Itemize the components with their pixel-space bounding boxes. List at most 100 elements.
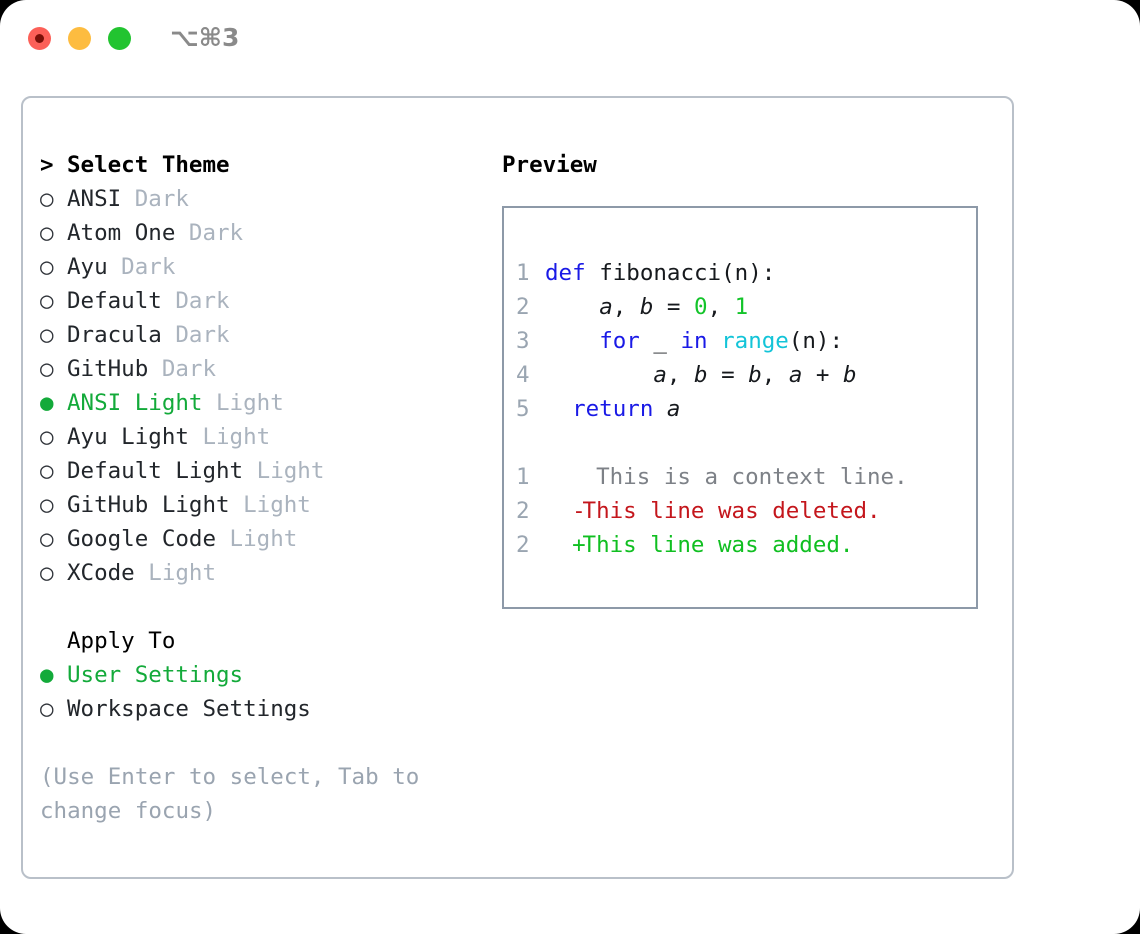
code-token-plain: , bbox=[761, 362, 789, 388]
radio-unselected-icon[interactable]: ○ bbox=[40, 356, 54, 382]
code-token-kw: return bbox=[572, 396, 654, 422]
code-token-plain bbox=[708, 328, 722, 354]
theme-option-name: Google Code bbox=[67, 526, 217, 552]
theme-option-name: ANSI Light bbox=[67, 390, 203, 416]
theme-option-row[interactable]: ○Dracula Dark bbox=[40, 318, 480, 352]
radio-unselected-icon[interactable]: ○ bbox=[40, 186, 54, 212]
theme-option-row[interactable]: ○ Google Code Light bbox=[40, 522, 480, 556]
theme-option-row[interactable]: ○Ayu Light Light bbox=[40, 420, 480, 454]
theme-option-name: ANSI bbox=[67, 186, 122, 212]
diff-marker: + bbox=[545, 532, 586, 558]
theme-option-name: GitHub bbox=[67, 356, 149, 382]
theme-option-row[interactable]: ○ GitHub Dark bbox=[40, 352, 480, 386]
code-line-number: 4 bbox=[516, 362, 530, 388]
theme-option-category: Light bbox=[216, 526, 298, 552]
radio-unselected-icon[interactable]: ○ bbox=[40, 254, 54, 280]
theme-option-category: Dark bbox=[161, 288, 230, 314]
radio-unselected-icon[interactable]: ○ bbox=[40, 424, 54, 450]
code-line-number: 5 bbox=[516, 396, 530, 422]
theme-option-name: GitHub Light bbox=[67, 492, 230, 518]
theme-option-name: Default Light bbox=[67, 458, 244, 484]
apply-to-option-row[interactable]: ○ Workspace Settings bbox=[40, 692, 480, 726]
apply-to-options-list[interactable]: ● User Settings ○ Workspace Settings bbox=[40, 658, 480, 726]
code-token-var: a bbox=[666, 396, 681, 422]
code-token-plain: = bbox=[653, 294, 695, 320]
radio-unselected-icon[interactable]: ○ bbox=[40, 526, 54, 552]
theme-option-category: Light bbox=[243, 458, 325, 484]
code-token-num: 1 bbox=[734, 294, 749, 320]
keyboard-shortcut-label: ⌥⌘3 bbox=[170, 23, 240, 52]
theme-selector-card: >Select Theme ○ANSI Dark○Atom One Dark○A… bbox=[21, 96, 1014, 879]
apply-to-label: Apply To bbox=[67, 628, 176, 654]
keyboard-hint-text: (Use Enter to select, Tab to change focu… bbox=[40, 764, 420, 824]
theme-list-pane: >Select Theme ○ANSI Dark○Atom One Dark○A… bbox=[40, 148, 480, 828]
theme-option-name: Default bbox=[67, 288, 162, 314]
minimize-window-button[interactable] bbox=[68, 27, 91, 50]
code-token-var: b bbox=[639, 294, 654, 320]
code-token-plain: = bbox=[707, 362, 749, 388]
theme-option-row[interactable]: ○ ANSI Dark bbox=[40, 182, 480, 216]
diff-line-number: 2 bbox=[516, 532, 530, 558]
diff-sample: 1 This is a context line. 2 - This line w… bbox=[504, 460, 976, 562]
diff-marker: - bbox=[545, 498, 586, 524]
code-token-id: (n): bbox=[788, 328, 844, 354]
code-token-plain: , bbox=[612, 294, 640, 320]
preview-title: Preview bbox=[502, 152, 597, 178]
radio-unselected-icon[interactable]: ○ bbox=[40, 696, 54, 722]
theme-option-category: Dark bbox=[121, 186, 189, 212]
code-line-number: 3 bbox=[516, 328, 530, 354]
theme-option-category: Dark bbox=[175, 220, 244, 246]
theme-options-list[interactable]: ○ANSI Dark○Atom One Dark○Ayu Dark○Defaul… bbox=[40, 182, 480, 590]
apply-to-option-row[interactable]: ● User Settings bbox=[40, 658, 480, 692]
code-line-number: 1 bbox=[516, 260, 530, 286]
theme-option-name: Ayu Light bbox=[67, 424, 189, 450]
radio-unselected-icon[interactable]: ○ bbox=[40, 458, 54, 484]
code-token-plain bbox=[545, 396, 572, 422]
radio-unselected-icon[interactable]: ○ bbox=[40, 288, 54, 314]
theme-option-row[interactable]: ○XCode Light bbox=[40, 556, 480, 590]
theme-option-category: Dark bbox=[148, 356, 217, 382]
theme-option-row[interactable]: ○GitHub Light Light bbox=[40, 488, 480, 522]
theme-option-row[interactable]: ○ Default Light Light bbox=[40, 454, 480, 488]
theme-option-category: Light bbox=[202, 390, 284, 416]
code-diff-separator bbox=[504, 426, 976, 460]
code-token-id: fibonacci(n): bbox=[599, 260, 776, 286]
apply-to-option-label: Workspace Settings bbox=[67, 696, 311, 722]
close-window-button[interactable] bbox=[28, 27, 51, 50]
theme-option-name: XCode bbox=[67, 560, 135, 586]
radio-unselected-icon[interactable]: ○ bbox=[40, 560, 54, 586]
theme-option-row[interactable]: ○Ayu Dark bbox=[40, 250, 480, 284]
maximize-window-button[interactable] bbox=[108, 27, 131, 50]
diff-line: 1 This is a context line. bbox=[504, 460, 976, 494]
theme-option-name: Dracula bbox=[67, 322, 162, 348]
theme-option-row[interactable]: ○Atom One Dark bbox=[40, 216, 480, 250]
code-line: 3 for _ in range(n): bbox=[504, 324, 976, 358]
code-token-plain: _ bbox=[639, 328, 681, 354]
diff-text: This is a context line. bbox=[569, 464, 908, 490]
code-token-fn: range bbox=[721, 328, 789, 354]
diff-line-number: 1 bbox=[516, 464, 530, 490]
code-token-plain bbox=[545, 294, 599, 320]
theme-option-row[interactable]: ○ Default Dark bbox=[40, 284, 480, 318]
code-token-plain: , bbox=[707, 294, 735, 320]
header-prompt-icon: > bbox=[40, 152, 54, 178]
diff-text: This line was added. bbox=[569, 532, 854, 558]
radio-selected-icon[interactable]: ● bbox=[40, 662, 54, 688]
title-bar: ⌥⌘3 bbox=[0, 0, 1140, 76]
code-line: 4 a, b = b, a + b bbox=[504, 358, 976, 392]
theme-option-name: Ayu bbox=[67, 254, 108, 280]
radio-unselected-icon[interactable]: ○ bbox=[40, 492, 54, 518]
code-token-kw: for bbox=[599, 328, 640, 354]
radio-selected-icon[interactable]: ● bbox=[40, 390, 54, 416]
code-token-plain: + bbox=[802, 362, 844, 388]
radio-unselected-icon[interactable]: ○ bbox=[40, 220, 54, 246]
theme-option-row[interactable]: ● ANSI Light Light bbox=[40, 386, 480, 420]
code-line-number: 2 bbox=[516, 294, 530, 320]
radio-unselected-icon[interactable]: ○ bbox=[40, 322, 54, 348]
code-line: 5 return a bbox=[504, 392, 976, 426]
apply-to-option-label: User Settings bbox=[67, 662, 244, 688]
